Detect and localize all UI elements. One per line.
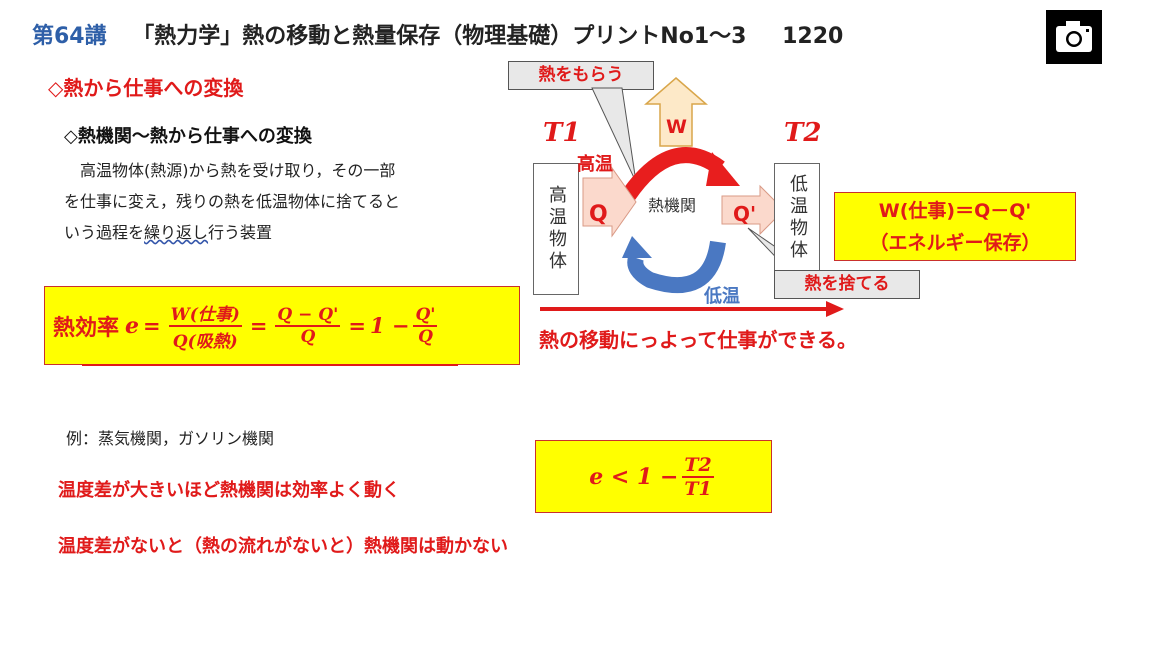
numerator: W(仕事) — [168, 300, 242, 327]
high-temp-arrowhead — [706, 152, 740, 186]
wavy-underlined-text: 繰り返し — [144, 223, 209, 242]
numerator: Q' — [413, 304, 438, 327]
statement-no-difference: 温度差がないと（熱の流れがないと）熱機関は動かない — [58, 536, 508, 557]
equals-sign: = — [143, 313, 161, 338]
equals-sign: = — [348, 313, 366, 338]
low-temp-label: 低温 — [704, 286, 740, 307]
denominator: Q — [300, 326, 316, 347]
high-temp-label: 高温 — [577, 154, 613, 175]
example-text: 例：蒸気機関，ガソリン機関 — [66, 429, 275, 448]
equals-sign: = — [249, 313, 268, 338]
callout-pointer — [591, 87, 637, 183]
heat-engine-label: 熱機関 — [648, 196, 697, 215]
diagram-caption: 熱の移動にっよって仕事ができる。 — [539, 328, 857, 352]
efficiency-variable: e — [125, 312, 140, 339]
temperature-T1-label: T1 — [543, 118, 581, 148]
work-equation: W(仕事)＝Q－Q' — [878, 200, 1032, 222]
title-code: 1220 — [782, 24, 844, 49]
efficiency-formula-box: 熱効率 e = W(仕事) Q(吸熱) = Q − Q' Q = 1 − Q' … — [44, 286, 520, 365]
definition-paragraph: 高温物体(熱源)から熱を受け取り，その一部 を仕事に変え，残りの熱を低温物体に捨… — [64, 155, 484, 248]
temperature-ratio: T2 T1 — [682, 453, 714, 500]
fraction-work-heat: W(仕事) Q(吸熱) — [168, 300, 242, 352]
receive-heat-callout: 熱をもらう — [508, 61, 654, 90]
section-heading: ◇熱から仕事への変換 — [48, 76, 244, 100]
heat-engine-heading: ◇熱機関～熱から仕事への変換 — [64, 126, 312, 147]
fraction-heat-ratio: Q' Q — [413, 304, 438, 347]
denominator: T1 — [684, 477, 712, 500]
denominator: Q — [418, 326, 433, 347]
denominator: Q(吸熱) — [172, 331, 238, 352]
heat-in-arrow — [582, 166, 637, 238]
definition-line: を仕事に変え，残りの熱を低温物体に捨てると — [64, 192, 401, 211]
definition-text: 行う装置 — [208, 223, 273, 242]
camera-icon[interactable] — [1046, 10, 1102, 64]
inequality-lhs: e < 1 − — [589, 463, 679, 490]
inequality-box: e < 1 − T2 T1 — [535, 440, 772, 513]
efficiency-label: 熱効率 — [53, 315, 120, 341]
heat-out-arrow — [721, 184, 785, 236]
work-arrow — [643, 77, 709, 147]
statement-efficiency: 温度差が大きいほど熱機関は効率よく動く — [58, 480, 400, 501]
fraction-heat-difference: Q − Q' Q — [275, 304, 341, 347]
underline-decoration — [82, 364, 458, 366]
cold-body-box: 低温物体 — [774, 163, 820, 273]
low-temp-arrowhead — [622, 236, 652, 258]
work-energy-box: W(仕事)＝Q－Q' （エネルギー保存） — [834, 192, 1076, 261]
lecture-number: 第64講 — [32, 24, 107, 49]
numerator: T2 — [682, 453, 714, 478]
discard-heat-callout: 熱を捨てる — [774, 270, 920, 299]
high-temp-arc — [621, 147, 725, 201]
heat-in-Q-label: Q — [589, 202, 608, 227]
low-temp-arc — [627, 240, 726, 294]
heat-flow-arrowhead — [826, 301, 844, 317]
numerator: Q − Q' — [275, 304, 341, 327]
definition-text: いう過程を — [64, 223, 145, 242]
work-label: W — [666, 116, 687, 138]
heat-out-Q-prime-label: Q' — [733, 202, 757, 226]
temperature-T2-label: T2 — [784, 118, 822, 148]
energy-conservation-note: （エネルギー保存） — [869, 232, 1041, 254]
hot-body-box: 高温物体 — [533, 163, 579, 295]
one-minus: 1 − — [369, 313, 410, 338]
definition-line: 高温物体(熱源)から熱を受け取り，その一部 — [80, 161, 396, 180]
title-text: 「熱力学」熱の移動と熱量保存（物理基礎）プリントNo1〜3 — [132, 24, 747, 49]
definition-line: いう過程を繰り返し行う装置 — [64, 217, 484, 248]
page-title: 第64講 「熱力学」熱の移動と熱量保存（物理基礎）プリントNo1〜3 1220 — [32, 18, 843, 50]
